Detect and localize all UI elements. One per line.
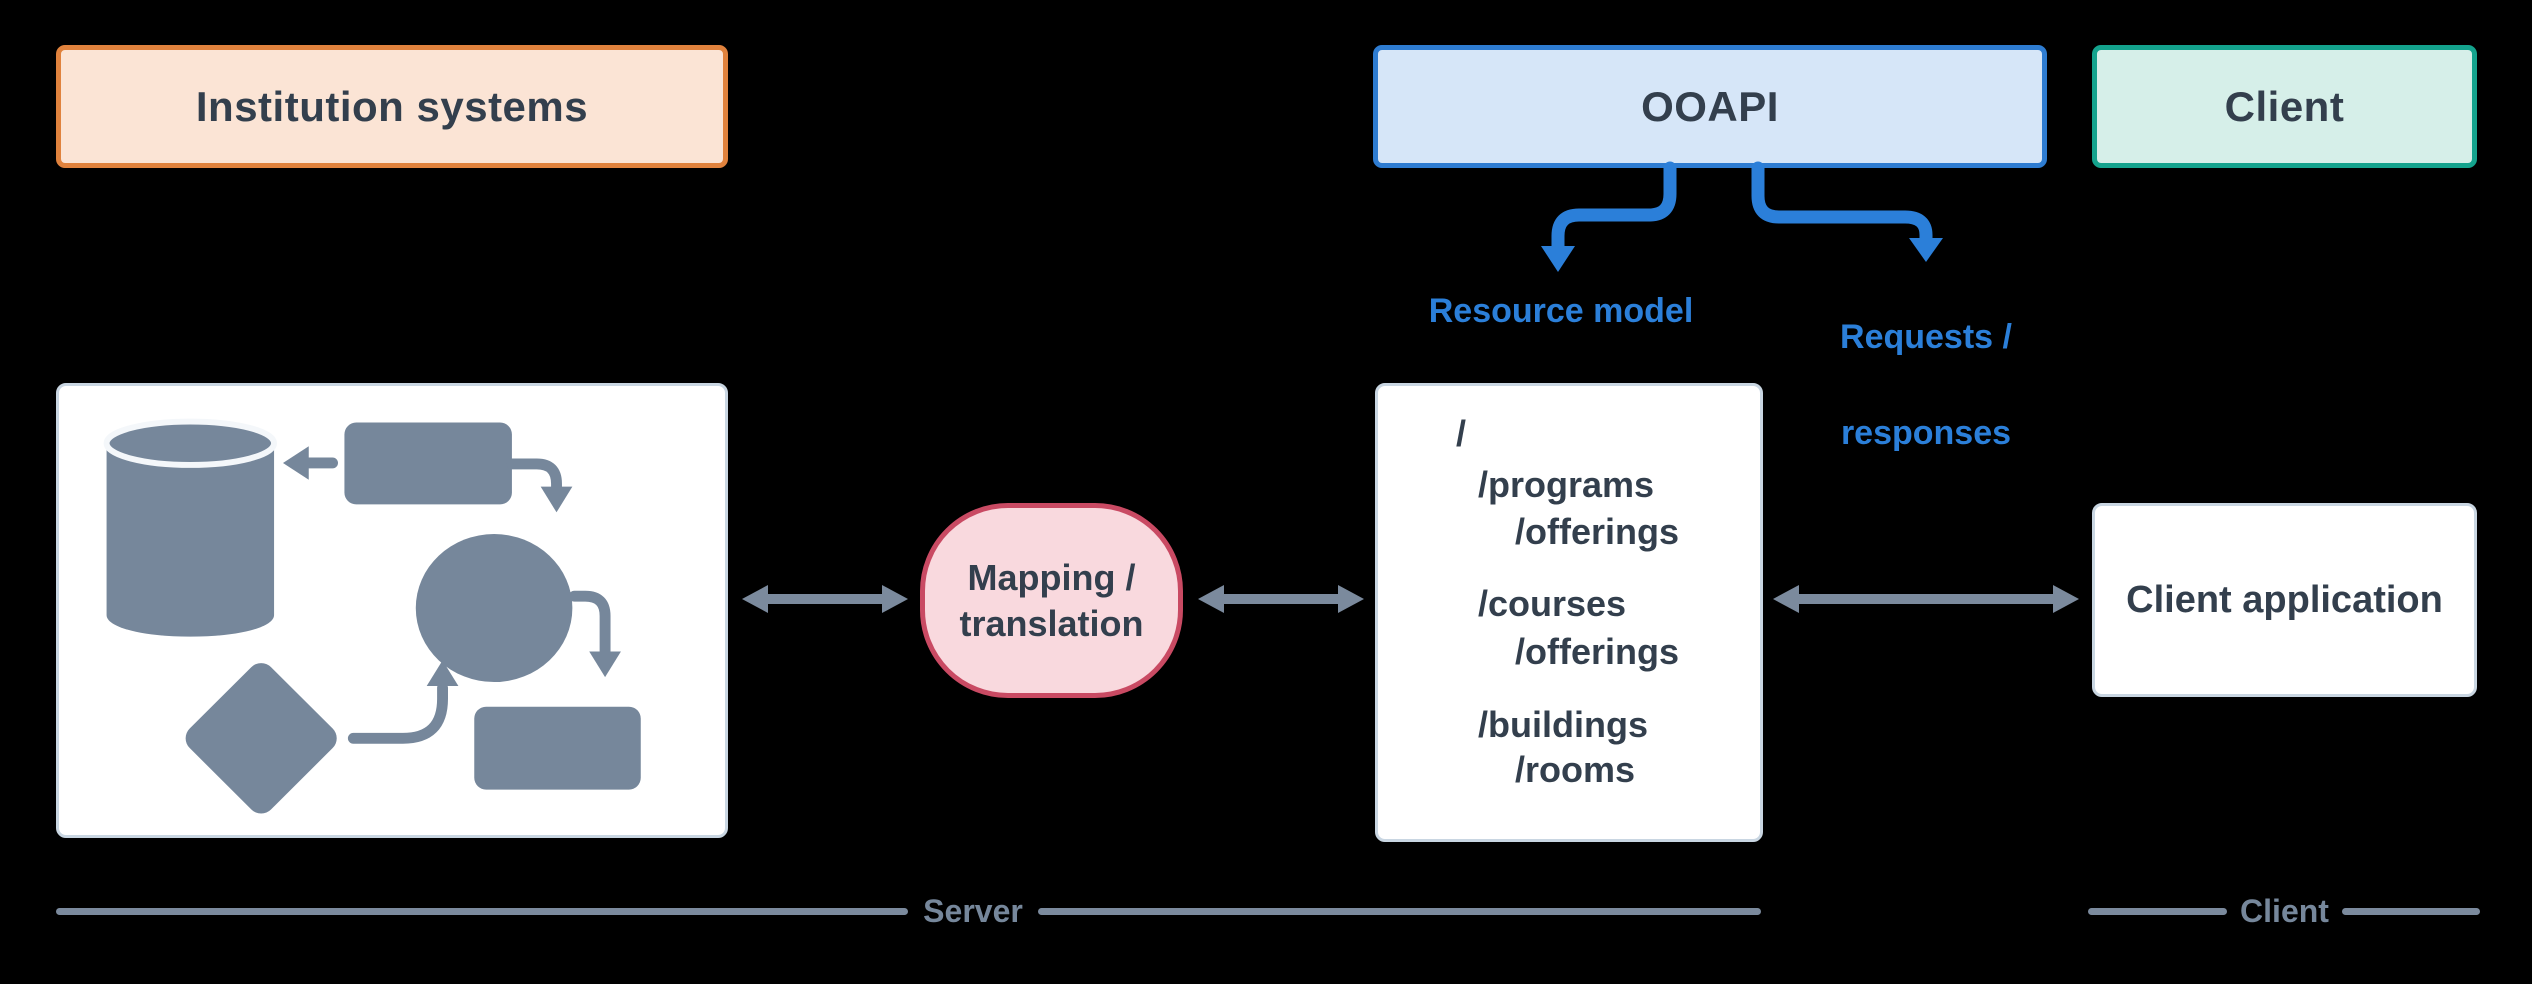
mapping-line: Mapping / — [967, 556, 1136, 598]
double-arrow-mapping-ooapi-icon — [1198, 585, 1364, 613]
mapping-translation-node: Mapping / translation — [920, 503, 1183, 698]
requests-line: Requests / — [1840, 318, 2012, 356]
client-bracket-line-right — [2342, 908, 2480, 915]
requests-responses-annotation: Requests / responses — [1776, 265, 2076, 505]
process-rectangle-icon — [344, 422, 512, 505]
client-application-box: Client application — [2092, 503, 2477, 697]
api-path-courses: /courses — [1478, 583, 1627, 624]
database-cylinder-icon — [103, 418, 278, 637]
client-section-label: Client — [2240, 893, 2329, 929]
translation-line: translation — [959, 602, 1144, 644]
flow-arrow-elbow-up-icon — [347, 660, 459, 744]
flow-arrow-left-icon — [282, 446, 338, 480]
api-path-root: / — [1456, 413, 1467, 454]
ooapi-branch-arrows-icon — [1541, 161, 1943, 272]
flow-arrow-elbow-down-icon — [506, 458, 573, 513]
server-section-label: Server — [923, 893, 1023, 929]
process-rectangle-icon — [474, 706, 641, 790]
arrowhead-down-icon — [1541, 246, 1575, 272]
api-path-programs: /programs — [1478, 464, 1655, 505]
institution-shapes-graphic — [103, 418, 641, 814]
responses-line: responses — [1840, 414, 2012, 452]
api-path-buildings: /buildings — [1478, 704, 1648, 745]
decision-diamond-icon — [185, 663, 337, 814]
double-arrow-systems-mapping-icon — [742, 585, 908, 613]
client-label: Client — [2224, 82, 2345, 130]
institution-systems-label: Institution systems — [195, 82, 589, 130]
flow-arrow-elbow-down-icon — [568, 590, 621, 678]
api-path-programs-offerings: /offerings — [1515, 511, 1680, 552]
double-arrow-ooapi-client-icon — [1773, 585, 2079, 613]
institution-systems-box: Institution systems — [56, 45, 728, 168]
api-path-rooms: /rooms — [1515, 749, 1636, 790]
institution-systems-panel — [56, 383, 728, 838]
client-box: Client — [2092, 45, 2477, 168]
resource-model-annotation: Resource model — [1428, 292, 1694, 330]
state-ellipse-icon — [415, 534, 573, 683]
ooapi-label: OOAPI — [1641, 82, 1779, 130]
client-application-label: Client application — [2126, 578, 2443, 621]
server-bracket-line-right — [1038, 908, 1761, 915]
resource-model-arrow-icon — [1551, 161, 1677, 255]
ooapi-box: OOAPI — [1373, 45, 2047, 168]
arrowhead-down-icon — [1909, 238, 1943, 262]
ooapi-resource-tree-panel: / /programs /offerings /courses /offerin… — [1375, 383, 1763, 842]
requests-responses-arrow-icon — [1751, 161, 1933, 247]
client-bracket-line-left — [2088, 908, 2227, 915]
server-bracket-line-left — [56, 908, 908, 915]
api-path-courses-offerings: /offerings — [1515, 631, 1680, 672]
